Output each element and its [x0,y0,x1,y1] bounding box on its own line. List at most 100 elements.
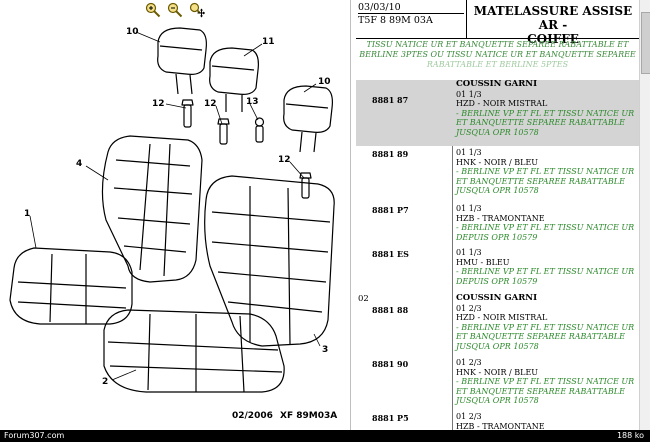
part-note: - BERLINE VP ET FL ET TISSU NATICE UR [456,223,635,232]
header-code: T5F 8 89M 03A [358,15,433,26]
part-note: - BERLINE VP ET FL ET TISSU NATICE UR [456,267,635,276]
zoom-toolbar [145,2,205,18]
status-watermark: Forum307.com [4,431,65,440]
application-note-line2: BERLINE 3PTES OU TISSU NATICE UR ET BANQ… [359,50,636,59]
headrest-left [157,27,207,95]
seat-back-right [204,175,335,347]
status-file-size: 188 ko [616,431,644,440]
callout-label: 3 [322,345,328,355]
part-ref: 8881 88 [372,305,409,315]
part-color: HNK - NOIR / BLEU [456,367,539,377]
part-name: COUSSIN GARNI [456,293,538,303]
callout-label: 2 [102,377,108,387]
header-info: 03/03/10 T5F 8 89M 03A [356,0,467,38]
callout-label: 12 [204,99,217,109]
part-details: 01 1/3 HNK - NOIR / BLEU - BERLINE VP ET… [456,148,636,196]
zoom-in-icon[interactable] [145,2,161,18]
part-details: COUSSIN GARNI 01 1/3 HZD - NOIR MISTRAL … [456,79,636,137]
seat-exploded-diagram: 10 11 12 12 13 12 10 4 1 3 2 02/2006 XF … [9,27,337,421]
callout-label: 10 [126,27,139,37]
zoom-out-icon[interactable] [167,2,183,18]
callout-label: 4 [76,159,82,169]
seat-back-left [101,135,203,283]
callout-label: 13 [246,97,259,107]
headrest-right [283,85,333,153]
part-ref: 8881 ES [372,249,409,259]
callout-label: 10 [318,77,331,87]
part-color: HZB - TRAMONTANE [456,421,545,431]
part-note: JUSQUA OPR 10578 [456,396,539,405]
seat-cushion-right [103,309,285,393]
part-row[interactable]: 8881 89 01 1/3 HNK - NOIR / BLEU - BERLI… [356,148,639,198]
part-row-selected[interactable]: 8881 87 COUSSIN GARNI 01 1/3 HZD - NOIR … [356,79,639,146]
part-note: ET BANQUETTE SEPAREE RABATTABLE [456,118,625,127]
part-row[interactable]: 8881 90 01 2/3 HNK - NOIR / BLEU - BERLI… [356,358,639,410]
part-note: ET BANQUETTE SEPAREE RABATTABLE [456,176,625,186]
scrollbar-thumb[interactable] [641,12,650,74]
seat-cushion-left [9,247,133,325]
part-note: ET BANQUETTE SEPAREE RABATTABLE [456,386,625,396]
part-ref: 8881 89 [372,149,409,159]
vertical-scrollbar[interactable] [639,0,650,430]
part-color: HZD - NOIR MISTRAL [456,313,548,322]
part-note: DEPUIS OPR 10579 [456,276,538,286]
diagram-ref-code: XF 89M03A [280,411,337,421]
part-ref: 8881 87 [372,95,409,105]
headrest-middle [209,47,259,112]
callout-label: 12 [278,155,291,165]
header-date: 03/03/10 [358,2,464,14]
part-details: COUSSIN GARNI 01 2/3 HZD - NOIR MISTRAL … [456,293,636,351]
part-qty: 01 1/3 [456,204,482,213]
callout-label: 11 [262,37,275,47]
parts-header: 03/03/10 T5F 8 89M 03A MATELASSURE ASSIS… [356,0,639,46]
part-details: 01 1/3 HZB - TRAMONTANE - BERLINE VP ET … [456,204,636,242]
part-ref: 8881 90 [372,359,409,369]
part-color: HZD - NOIR MISTRAL [456,99,548,108]
diagram-ref-date: 02/2006 [232,411,273,421]
part-qty: 01 2/3 [456,412,482,421]
application-note-line3: RABATTABLE ET BERLINE 5PTES [426,60,569,69]
application-note-line1: TISSU NATICE UR ET BANQUETTE SEPAREE RAB… [366,40,629,49]
part-ref: 8881 P7 [372,205,409,215]
callout-label: 1 [24,209,30,219]
part-note: JUSQUA OPR 10578 [456,341,539,351]
part-note: JUSQUA OPR 10578 [456,186,539,195]
part-qty: 01 2/3 [456,358,482,367]
part-color: HMU - BLEU [456,257,510,267]
part-name: COUSSIN GARNI [456,79,538,89]
diagram-pane: 10 11 12 12 13 12 10 4 1 3 2 02/2006 XF … [9,0,351,430]
part-note: - BERLINE VP ET FL ET TISSU NATICE UR [456,322,635,332]
page-title-line1: MATELASSURE ASSISE AR - [473,4,633,32]
group-number: 02 [358,294,369,304]
part-qty: 01 1/3 [456,148,482,157]
part-qty: 01 1/3 [456,248,482,257]
parts-pane: 03/03/10 T5F 8 89M 03A MATELASSURE ASSIS… [356,0,639,430]
status-bar: Forum307.com 188 ko [0,430,650,442]
part-note: - BERLINE VP ET FL ET TISSU NATICE UR [456,167,635,176]
part-color: HNK - NOIR / BLEU [456,157,539,167]
part-row[interactable]: 8881 P5 01 2/3 HZB - TRAMONTANE [356,412,639,430]
callout-leaders [29,31,321,381]
part-details: 01 2/3 HNK - NOIR / BLEU - BERLINE VP ET… [456,358,636,406]
headrest-guides [181,99,312,199]
part-note: JUSQUA OPR 10578 [456,127,539,137]
part-color: HZB - TRAMONTANE [456,213,545,223]
part-note: - BERLINE VP ET FL ET TISSU NATICE UR [456,377,635,386]
column-divider [452,80,453,430]
application-note: TISSU NATICE UR ET BANQUETTE SEPAREE RAB… [356,40,639,70]
callout-label: 12 [152,99,165,109]
part-note: - BERLINE VP ET FL ET TISSU NATICE UR [456,108,635,118]
page-title: MATELASSURE ASSISE AR - COIFFE [467,0,639,46]
pan-icon[interactable] [189,2,205,18]
part-row[interactable]: 8881 88 COUSSIN GARNI 01 2/3 HZD - NOIR … [356,293,639,356]
part-ref: 8881 P5 [372,413,409,423]
part-qty: 01 1/3 [456,89,482,99]
page-title-line2: COIFFE [527,32,579,46]
part-qty: 01 2/3 [456,303,482,313]
part-note: ET BANQUETTE SEPAREE RABATTABLE [456,332,625,341]
part-details: 01 2/3 HZB - TRAMONTANE [456,412,636,430]
part-row[interactable]: 8881 ES 01 1/3 HMU - BLEU - BERLINE VP E… [356,248,639,290]
part-note: DEPUIS OPR 10579 [456,232,538,242]
part-row[interactable]: 8881 P7 01 1/3 HZB - TRAMONTANE - BERLIN… [356,204,639,244]
part-details: 01 1/3 HMU - BLEU - BERLINE VP ET FL ET … [456,248,636,286]
